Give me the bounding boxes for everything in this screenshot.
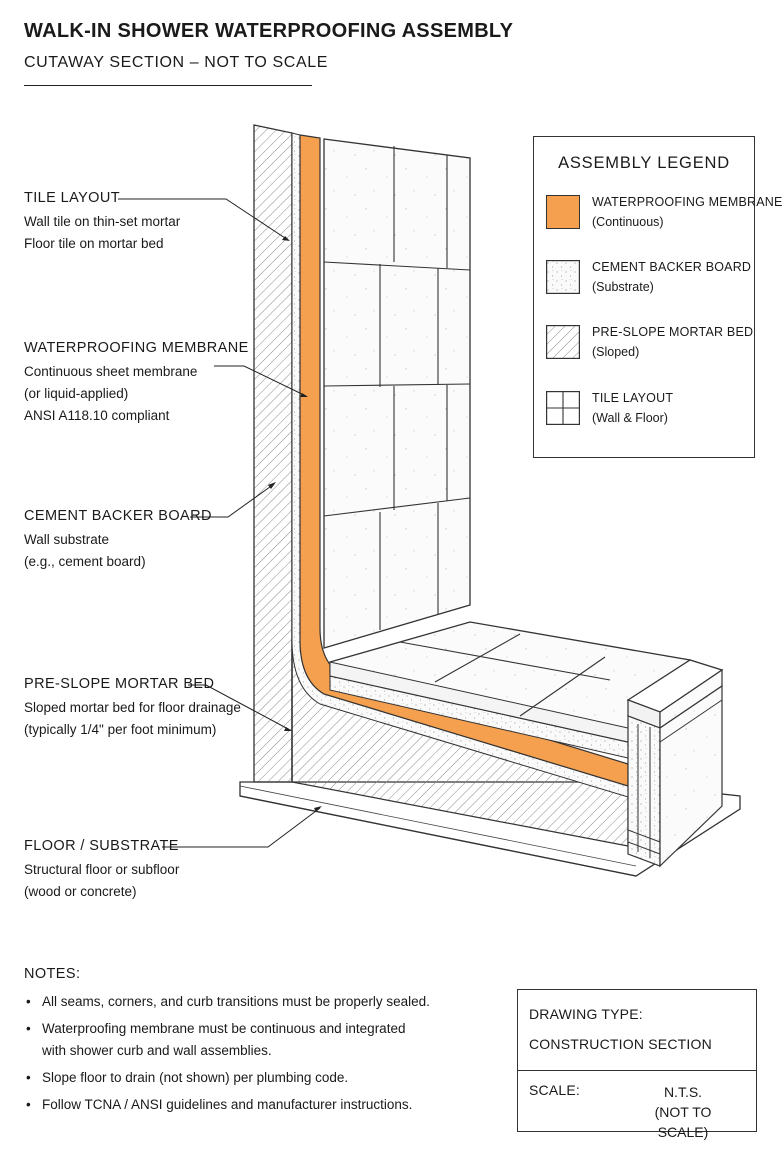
drawing-type-cell: DRAWING TYPE: CONSTRUCTION SECTION [518,990,756,1071]
callout-heading: PRE-SLOPE MORTAR BED [24,676,215,692]
callout-heading: CEMENT BACKER BOARD [24,508,212,524]
callout-line: (typically 1/4" per foot minimum) [24,722,217,737]
legend-label: TILE LAYOUT [592,391,674,405]
callout-line: (e.g., cement board) [24,554,146,569]
assembly-legend: ASSEMBLY LEGEND WATERPROOFING MEMBRANE (… [533,136,782,458]
callout-heading: WATERPROOFING MEMBRANE [24,340,249,356]
callout-line: Wall substrate [24,532,110,547]
legend-sublabel: (Substrate) [592,280,654,294]
callout-line: Sloped mortar bed for floor drainage [24,700,241,715]
legend-label: WATERPROOFING MEMBRANE [592,195,783,209]
drawing-title: WALK-IN SHOWER WATERPROOFING ASSEMBLY [24,20,514,42]
callout-heading: FLOOR / SUBSTRATE [24,838,179,854]
hatch-swatch [546,325,580,359]
scale-value: N.T.S. [663,1084,703,1100]
notes-section: NOTES: All seams, corners, and curb tran… [24,966,464,1121]
notes-title: NOTES: [24,966,81,982]
callout-line: (wood or concrete) [24,884,137,899]
callout-line: Floor tile on mortar bed [24,236,164,251]
leader-lines [118,198,321,848]
scale-label: SCALE: [529,1082,580,1098]
floor-tiles [329,621,692,759]
legend-label: PRE-SLOPE MORTAR BED [592,325,754,339]
callout-line: (or liquid-applied) [24,386,129,401]
legend-sublabel: (Sloped) [592,345,640,359]
scale-value-note: (NOT TO SCALE) [654,1104,712,1140]
drawing-subtitle: CUTAWAY SECTION – NOT TO SCALE [24,54,328,71]
note-item: Slope floor to drain (not shown) per plu… [24,1067,464,1089]
leader-arrowheads [268,236,322,812]
callout-line: Structural floor or subfloor [24,862,180,877]
title-underline [24,85,312,86]
callout-line: Continuous sheet membrane [24,364,198,379]
callout-heading: TILE LAYOUT [24,190,120,206]
callout-pre-slope-mortar-bed: PRE-SLOPE MORTAR BED Sloped mortar bed f… [24,676,241,741]
callout-line: ANSI A118.10 compliant [24,408,170,423]
shower-curb [626,659,724,868]
grid-swatch [546,391,580,425]
stipple-swatch [546,260,580,294]
wall-structure [253,124,293,783]
callout-floor-substrate: FLOOR / SUBSTRATE Structural floor or su… [24,838,179,903]
legend-sublabel: (Wall & Floor) [592,411,668,425]
legend-sublabel: (Continuous) [592,215,664,229]
note-item: Follow TCNA / ANSI guidelines and manufa… [24,1094,464,1116]
callout-line: Wall tile on thin-set mortar [24,214,181,229]
membrane-swatch [546,195,580,229]
drawing-type-label: DRAWING TYPE: [529,1006,643,1022]
callout-waterproofing-membrane: WATERPROOFING MEMBRANE Continuous sheet … [24,340,249,427]
note-item: Waterproofing membrane must be continuou… [24,1018,422,1062]
legend-label: CEMENT BACKER BOARD [592,260,752,274]
notes-list: All seams, corners, and curb transitions… [24,991,464,1116]
wall-tiles [323,138,471,649]
callout-tile-layout: TILE LAYOUT Wall tile on thin-set mortar… [24,190,180,255]
callout-cement-backer-board: CEMENT BACKER BOARD Wall substrate (e.g.… [24,508,212,573]
drawing-info-box: DRAWING TYPE: CONSTRUCTION SECTION SCALE… [517,989,757,1140]
drawing-type-value: CONSTRUCTION SECTION [529,1036,712,1052]
note-item: All seams, corners, and curb transitions… [24,991,464,1013]
legend-title: ASSEMBLY LEGEND [558,154,730,172]
